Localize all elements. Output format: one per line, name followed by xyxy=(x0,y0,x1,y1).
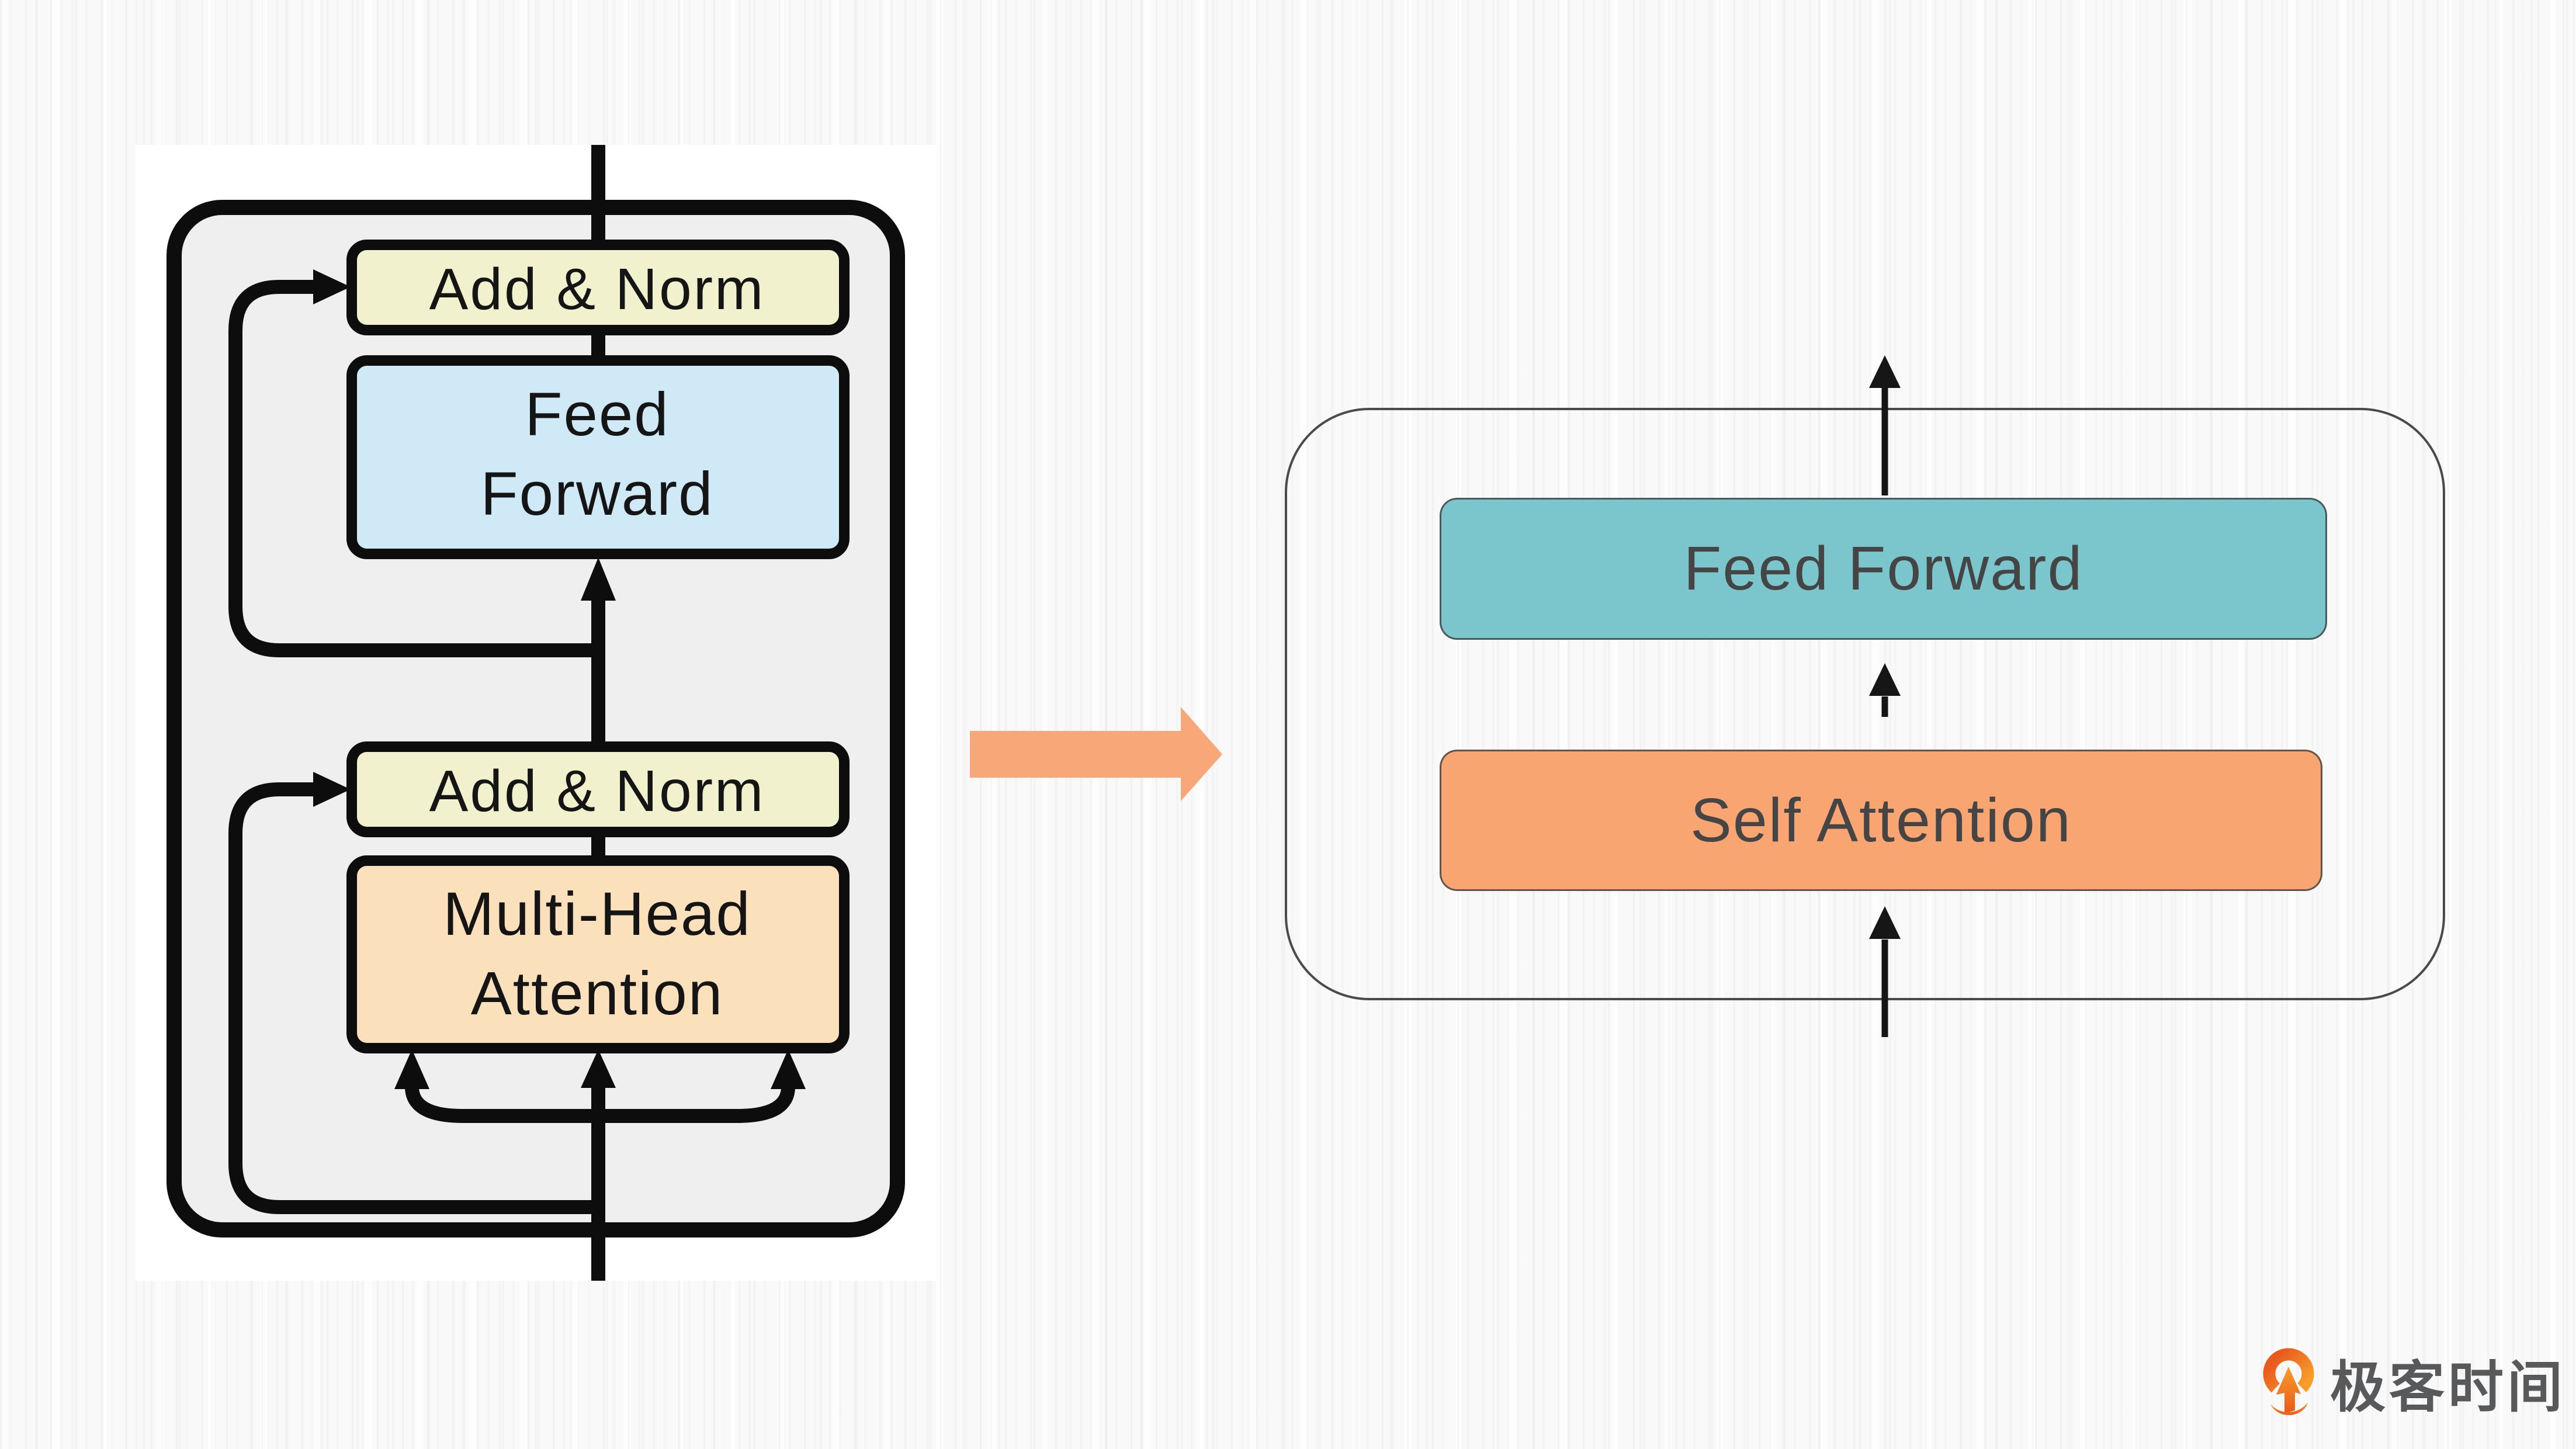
self-attention-box: Self Attention xyxy=(1440,750,2322,891)
transition-arrow-shape xyxy=(970,707,1222,801)
add-norm-bottom-box xyxy=(346,741,850,837)
input-arrowhead-icon xyxy=(1869,906,1901,939)
add-norm-top-box xyxy=(346,240,850,335)
simplified-block-container: Feed Forward Self Attention xyxy=(1285,408,2445,1000)
feed-forward-label-line1: Feed xyxy=(525,380,669,449)
qkv-right-arrowhead-icon xyxy=(771,1049,806,1089)
add-norm-top-label: Add & Norm xyxy=(429,256,765,322)
transition-arrow-icon xyxy=(970,707,1222,801)
feed-forward-simple-box: Feed Forward xyxy=(1440,498,2327,640)
logo-smile xyxy=(2270,1402,2308,1415)
qkv-fork-curve xyxy=(405,1086,795,1123)
mha-label-line1: Multi-Head xyxy=(443,880,751,948)
encoder-diagram-svg: Add & Norm Feed Forward Add & Norm Multi… xyxy=(167,145,905,1281)
mha-label-line2: Attention xyxy=(471,959,723,1028)
logo-ring xyxy=(2263,1348,2314,1399)
right-flow-arrows xyxy=(1869,355,1901,1037)
add-norm-bottom-label: Add & Norm xyxy=(429,758,765,824)
feed-forward-box xyxy=(346,355,850,559)
feed-forward-label-line2: Forward xyxy=(480,460,713,528)
residual-bottom-arrowhead-icon xyxy=(313,772,351,807)
logo-needle xyxy=(2276,1367,2301,1413)
middle-arrowhead-icon xyxy=(1869,663,1901,696)
mha-center-arrowhead-icon xyxy=(581,1049,616,1088)
geektime-icon xyxy=(2263,1348,2314,1415)
feed-forward-simple-label: Feed Forward xyxy=(1683,534,2083,603)
output-arrowhead-icon xyxy=(1869,355,1901,388)
residual-top-arrowhead-icon xyxy=(313,269,351,304)
residual-loop-bottom xyxy=(228,782,598,1214)
multi-head-attention-box xyxy=(346,855,850,1053)
self-attention-label: Self Attention xyxy=(1690,785,2072,855)
brand-logo: 极客时间 xyxy=(2260,1341,2566,1423)
brand-text: 极客时间 xyxy=(2330,1355,2567,1420)
transformer-encoder-figure: Add & Norm Feed Forward Add & Norm Multi… xyxy=(136,145,936,1281)
residual-loop-top xyxy=(228,280,598,657)
feedforward-arrowhead-icon xyxy=(581,557,616,601)
qkv-left-arrowhead-icon xyxy=(394,1049,429,1089)
